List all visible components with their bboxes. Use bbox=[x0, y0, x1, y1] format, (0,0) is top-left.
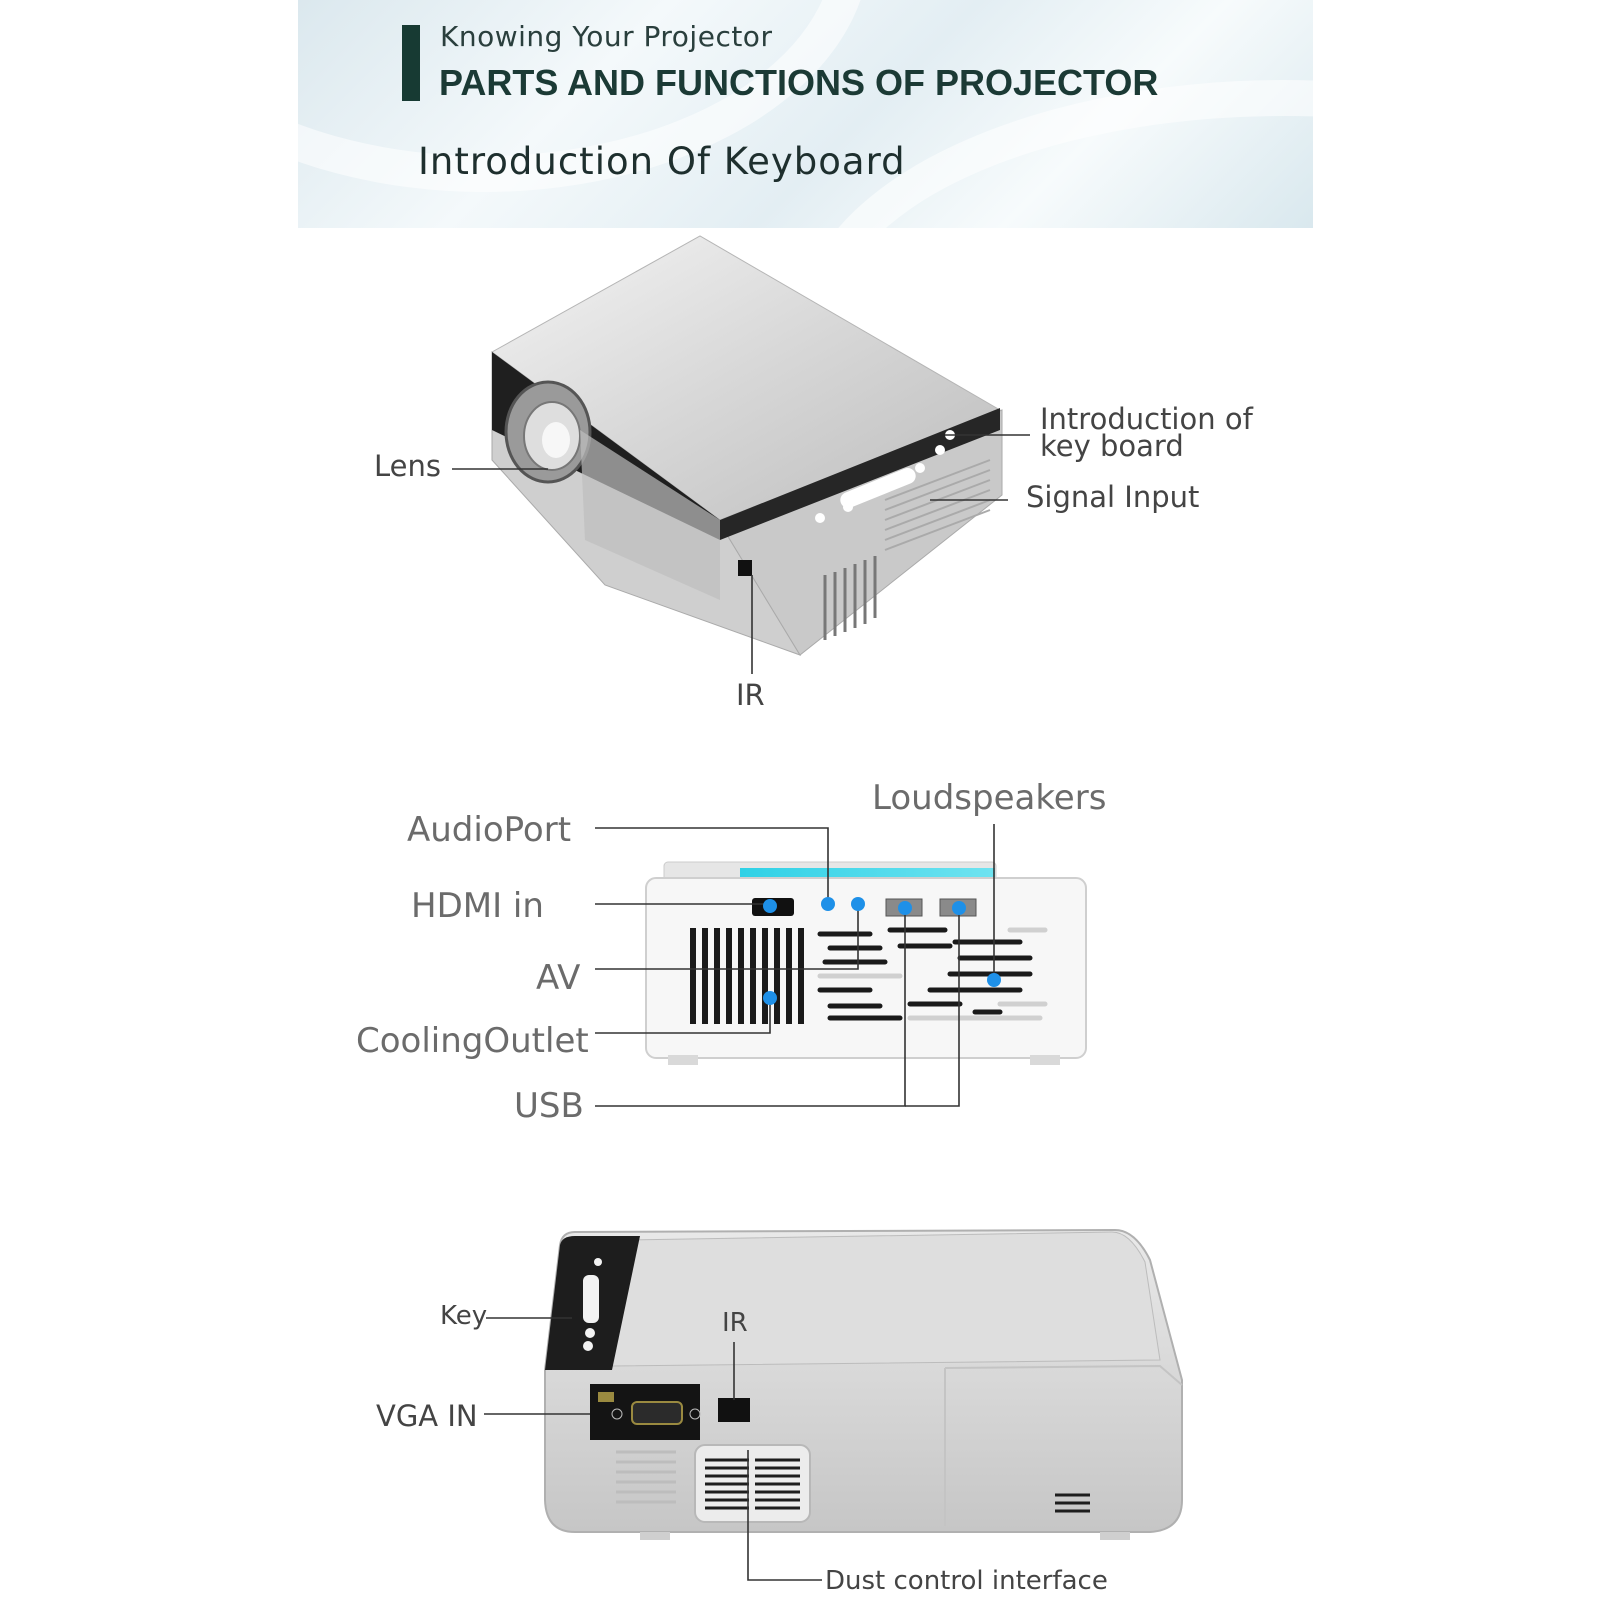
label-audio-port: AudioPort bbox=[407, 810, 572, 850]
label-keyboard-line1: Introduction of bbox=[1040, 402, 1253, 436]
label-hdmi-in: HDMI in bbox=[411, 886, 544, 926]
back-view-markers bbox=[763, 897, 1001, 1005]
label-keyboard-line2: key board bbox=[1040, 429, 1184, 463]
label-ir-top: IR bbox=[736, 678, 765, 712]
projector-back-view bbox=[645, 861, 1087, 1065]
label-av: AV bbox=[536, 958, 581, 998]
label-dust-control: Dust control interface bbox=[825, 1566, 1108, 1596]
side-view-leaders bbox=[484, 1317, 822, 1581]
header-kicker: Knowing Your Projector bbox=[440, 20, 773, 53]
header-banner: Knowing Your Projector PARTS AND FUNCTIO… bbox=[298, 0, 1313, 228]
label-lens: Lens bbox=[374, 449, 441, 483]
page-title: PARTS AND FUNCTIONS OF PROJECTOR bbox=[439, 62, 1159, 103]
label-ir-side: IR bbox=[722, 1308, 748, 1338]
label-signal-input: Signal Input bbox=[1026, 480, 1200, 514]
label-loudspeakers: Loudspeakers bbox=[872, 778, 1107, 818]
label-key: Key bbox=[440, 1301, 488, 1331]
back-view-leaders bbox=[595, 824, 995, 1107]
label-usb: USB bbox=[514, 1086, 584, 1126]
label-vga-in: VGA IN bbox=[376, 1399, 478, 1433]
projector-top-view bbox=[491, 235, 1003, 656]
projector-side-view bbox=[544, 1228, 1183, 1540]
label-cooling-outlet: CoolingOutlet bbox=[356, 1021, 589, 1061]
header-accent-bar bbox=[402, 25, 420, 101]
top-view-leaders bbox=[452, 434, 1030, 674]
page-subtitle: Introduction Of Keyboard bbox=[418, 140, 906, 183]
